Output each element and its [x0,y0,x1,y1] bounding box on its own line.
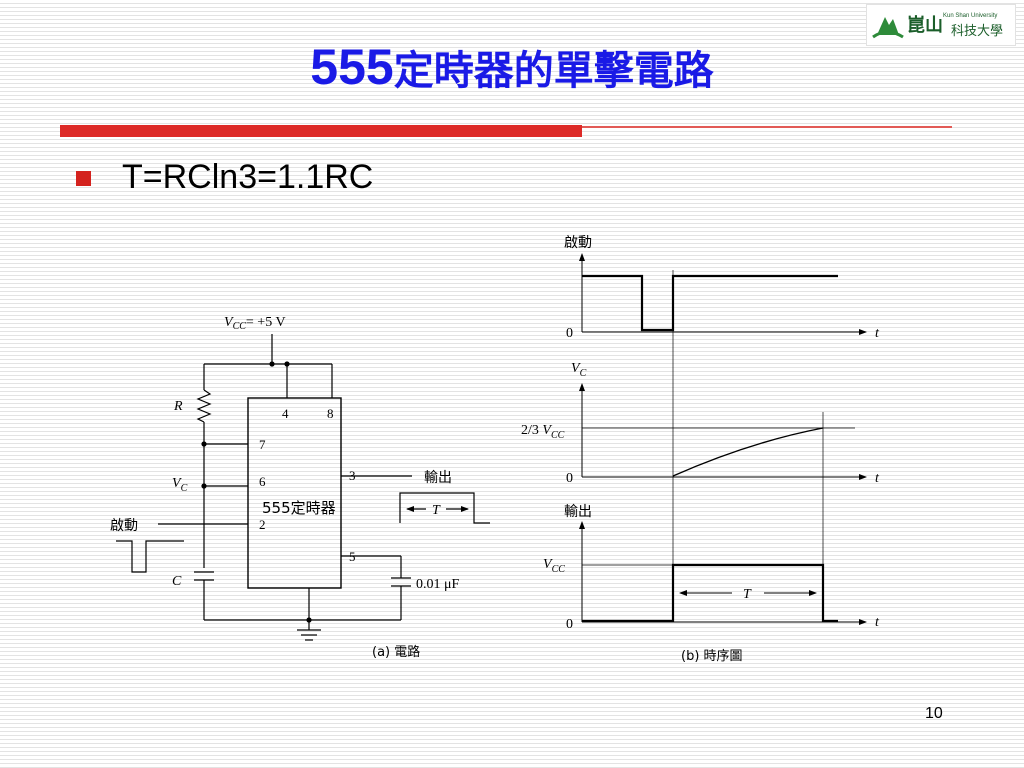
title-number: 555 [310,39,394,95]
zero-label: 0 [566,326,573,341]
pulse-T-label: T [432,503,441,518]
trigger-pulse [116,540,184,573]
junction-dot [201,441,207,447]
output-label: 輸出 [424,470,452,486]
resistor-label: R [173,399,183,414]
T-label: T [743,587,752,602]
zero-label: 0 [566,617,573,632]
chip-label: 555定時器 [262,499,336,517]
junction-dot [269,361,275,367]
pin7-label: 7 [259,437,266,452]
timing-diagram [579,253,867,625]
title-text: 定時器的單擊電路 [393,48,714,94]
t-label: t [875,615,880,630]
svg-text:Kun Shan University: Kun Shan University [943,13,997,19]
logo-mark: 崑山 科技大學 Kun Shan University [872,13,1003,39]
title-underline-line [582,126,952,128]
chip-555 [247,397,342,589]
pin2-label: 2 [259,517,266,532]
trigger-label: 啟動 [110,518,138,534]
junction-dot [201,483,207,489]
page-number: 10 [925,705,943,722]
circuit-caption: (a) 電路 [372,644,420,660]
formula-bullet: T=RCln3=1.1RC [122,158,374,196]
trigger-axis-label: 啟動 [564,235,592,251]
pin4-label: 4 [282,406,289,421]
bullet-square-icon [76,171,91,186]
capacitor-voltage-curve [672,427,824,477]
timing-caption: (b) 時序圖 [681,649,743,664]
pin3-label: 3 [349,468,356,483]
title-underline-bar [60,125,582,137]
pin8-label: 8 [327,406,334,421]
pin6-label: 6 [259,474,266,489]
pin5-label: 5 [349,549,356,564]
t-label: t [875,471,880,486]
junction-dot [306,617,312,623]
trigger-waveform [582,274,838,332]
timing-labels: 啟動 0 t VC 2/3 VCC 0 t 輸出 VCC 0 t T (b) 時… [521,235,880,664]
resistor-symbol [196,389,212,423]
zero-label: 0 [566,471,573,486]
capacitor-label: C [172,574,182,589]
svg-text:科技大學: 科技大學 [951,24,1003,39]
t-label: t [875,326,880,341]
cap2-label: 0.01 μF [416,577,460,592]
vc-label: VC [172,476,188,494]
svg-text:崑山: 崑山 [907,15,943,36]
junction-dot [284,361,290,367]
circuit-labels: VCC= +5 V R VC C 啟動 4 8 7 6 2 3 5 555定時器… [110,315,460,660]
vcc-label: VCC= +5 V [224,315,286,332]
output-axis-label: 輸出 [564,504,592,520]
output-waveform [582,563,838,623]
vc-axis-label: VC [571,361,587,379]
threshold-label: 2/3 VCC [521,423,565,441]
circuit-diagram [116,334,490,641]
vcc-output-label: VCC [543,557,565,575]
university-logo: 崑山 科技大學 Kun Shan University [866,4,1016,46]
output-pulse [399,492,490,524]
page-title: 555定時器的單擊電路 [0,38,1024,96]
